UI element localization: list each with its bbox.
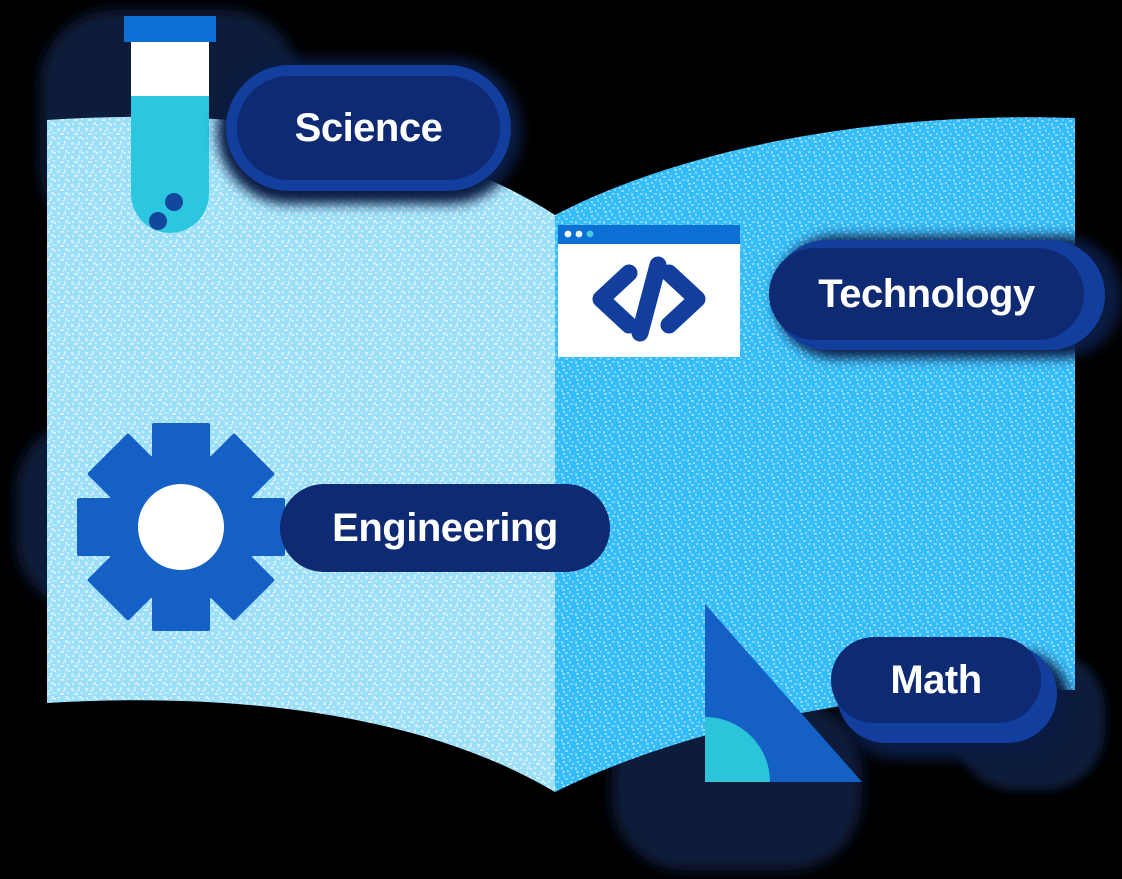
label-pill-science[interactable]: Science [217,58,522,204]
test-tube-icon [124,16,216,233]
gear-icon [77,423,285,631]
code-glyph [592,256,706,342]
label-text-technology: Technology [818,271,1035,316]
label-pill-engineering[interactable]: Engineering [280,484,610,572]
window-dot-2 [575,230,583,238]
label-pill-technology[interactable]: Technology [769,236,1122,358]
code-window-icon [558,225,740,357]
label-text-math: Math [890,657,982,702]
label-text-engineering: Engineering [332,505,558,550]
window-dot-1 [564,230,572,238]
triangle-angle-arc [705,717,770,782]
code-window-titlebar [558,225,740,244]
test-tube-bubble-1 [165,193,183,211]
test-tube-cap [124,16,216,42]
pill-body-science [237,76,500,180]
pill-body-engineering [280,484,610,572]
label-text-science: Science [294,105,443,150]
gear-center-hole [138,484,224,570]
pill-body-technology [769,248,1084,340]
label-pill-math[interactable]: Math [831,637,1071,759]
test-tube-bubble-2 [149,212,167,230]
triangle-ruler-icon [705,604,862,782]
window-dot-3 [586,230,594,238]
pill-body-math [831,637,1041,723]
